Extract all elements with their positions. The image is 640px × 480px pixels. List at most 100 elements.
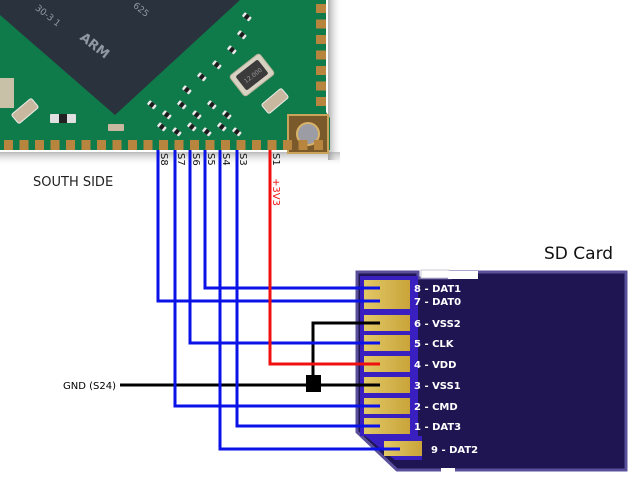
board-pin-labels: S8 S7 S6 S5 S4 S3 S1 +3V3 bbox=[158, 153, 281, 206]
castellation-pad bbox=[205, 140, 215, 150]
castellation-pad bbox=[112, 140, 122, 150]
sd-card-notch bbox=[420, 269, 450, 279]
sd-pin-label-2: 2 - CMD bbox=[414, 402, 458, 413]
board-pin-label-s7: S7 bbox=[175, 153, 186, 166]
castellation-pad bbox=[221, 140, 230, 150]
smd-resistor-body bbox=[223, 111, 230, 119]
smd-resistor-body bbox=[243, 13, 250, 21]
sd-card-body bbox=[355, 270, 628, 472]
castellation-pad bbox=[81, 140, 91, 150]
arm-chip bbox=[0, 0, 330, 115]
wire-s8-pin7 bbox=[156, 150, 380, 303]
smd-resistor-body bbox=[218, 123, 225, 131]
contact-pad-5 bbox=[364, 335, 410, 351]
castellation-pad bbox=[19, 140, 29, 150]
castellation-pad bbox=[4, 140, 13, 150]
castellation-pad bbox=[316, 19, 326, 29]
board-pin-label-s8: S8 bbox=[158, 153, 169, 166]
castellation-pad bbox=[143, 140, 153, 150]
contact-pad-1 bbox=[364, 418, 410, 434]
smd-capacitor bbox=[108, 124, 124, 131]
smd-resistor-body bbox=[208, 101, 215, 109]
contact-pad-9 bbox=[384, 441, 422, 456]
wire-s4-pin9 bbox=[218, 150, 400, 451]
sd-contacts bbox=[360, 276, 422, 460]
edge-castellations bbox=[4, 4, 326, 150]
wire-s5-pin8 bbox=[203, 150, 380, 290]
castellation-pad bbox=[267, 140, 277, 150]
sd-pin-label-4: 4 - VDD bbox=[414, 360, 456, 371]
castellation-pad bbox=[316, 97, 326, 106]
castellation-pad bbox=[298, 140, 308, 150]
smd-resistor-body bbox=[173, 128, 180, 136]
sd-card-notch-gap bbox=[448, 271, 478, 279]
smd-resistor-body bbox=[183, 86, 190, 94]
sd-pin-label-9: 9 - DAT2 bbox=[431, 445, 478, 456]
sd-card bbox=[355, 269, 628, 474]
smd-capacitor bbox=[261, 88, 289, 114]
smd-resistor-body bbox=[228, 46, 235, 54]
castellation-pad bbox=[97, 140, 106, 150]
contact-pad-7 bbox=[364, 293, 410, 309]
wires bbox=[120, 150, 400, 451]
castellation-pad bbox=[283, 140, 292, 150]
castellation-pad bbox=[314, 140, 323, 150]
board-shadow-right bbox=[328, 0, 342, 160]
board-pin-label-s1: S1 bbox=[270, 153, 281, 166]
castellation-pad bbox=[35, 140, 44, 150]
board-pin-label-s3: S3 bbox=[237, 153, 248, 166]
smd-resistor-body bbox=[163, 111, 170, 119]
castellation-pad bbox=[316, 66, 326, 75]
ground-junction bbox=[306, 375, 321, 392]
smd-resistor-body bbox=[203, 128, 210, 136]
board-pin-label-s4: S4 bbox=[220, 153, 231, 166]
board-shadow-bottom bbox=[0, 152, 340, 166]
contact-pad-2 bbox=[364, 398, 410, 414]
sd-pin-labels: 8 - DAT1 7 - DAT0 6 - VSS2 5 - CLK 4 - VDD 3 … bbox=[414, 284, 478, 456]
wire-s3-pin1 bbox=[235, 150, 380, 428]
contact-pad-6 bbox=[364, 315, 410, 331]
smd-resistor-body bbox=[193, 111, 200, 119]
smd-resistor-body bbox=[233, 128, 240, 136]
contact-pad-4 bbox=[364, 356, 410, 372]
wire-s6-pin5 bbox=[188, 150, 380, 345]
net-label-3v3: +3V3 bbox=[270, 178, 281, 206]
arm-module-board: ARM 30-3 1 625 12.000 bbox=[0, 0, 342, 166]
sd-pin-label-1: 1 - DAT3 bbox=[414, 422, 461, 433]
board-pin-label-s6: S6 bbox=[190, 153, 201, 166]
smd-diode-band bbox=[59, 114, 67, 123]
castellation-pad bbox=[236, 140, 246, 150]
castellation-pad bbox=[128, 140, 137, 150]
contact-pad-3 bbox=[364, 377, 410, 393]
castellation-pad bbox=[316, 50, 326, 60]
gnd-label: GND (S24) bbox=[63, 381, 116, 392]
sd-pin-label-3: 3 - VSS1 bbox=[414, 381, 461, 392]
sd-pin-label-8: 8 - DAT1 bbox=[414, 284, 461, 295]
castellation-pad bbox=[174, 140, 184, 150]
sd-card-title: SD Card bbox=[544, 244, 613, 264]
smd-resistor-body bbox=[213, 61, 220, 69]
wire-s1-pin4 bbox=[268, 150, 380, 366]
smd-resistor-body bbox=[148, 101, 155, 109]
castellation-pad bbox=[50, 140, 60, 150]
board-pin-label-s5: S5 bbox=[205, 153, 216, 166]
castellation-pad bbox=[159, 140, 168, 150]
south-side-label: SOUTH SIDE bbox=[33, 175, 113, 190]
smd-resistor-body bbox=[178, 101, 185, 109]
smd-resistor-body bbox=[188, 123, 195, 131]
smd-resistor-body bbox=[238, 31, 245, 39]
sd-pin-label-5: 5 - CLK bbox=[414, 339, 455, 350]
castellation-pad bbox=[316, 35, 326, 44]
oscillator bbox=[0, 78, 14, 108]
sd-pin-label-6: 6 - VSS2 bbox=[414, 319, 461, 330]
smd-capacitor bbox=[11, 98, 39, 124]
sd-card-bottom-notch bbox=[441, 468, 455, 474]
castellation-pad bbox=[252, 140, 261, 150]
wire-s7-pin2 bbox=[173, 150, 380, 408]
castellation-pad bbox=[190, 140, 199, 150]
castellation-pad bbox=[66, 140, 75, 150]
smd-resistor-body bbox=[158, 123, 165, 131]
sd-pin-label-7: 7 - DAT0 bbox=[414, 297, 461, 308]
castellation-pad bbox=[316, 4, 326, 13]
